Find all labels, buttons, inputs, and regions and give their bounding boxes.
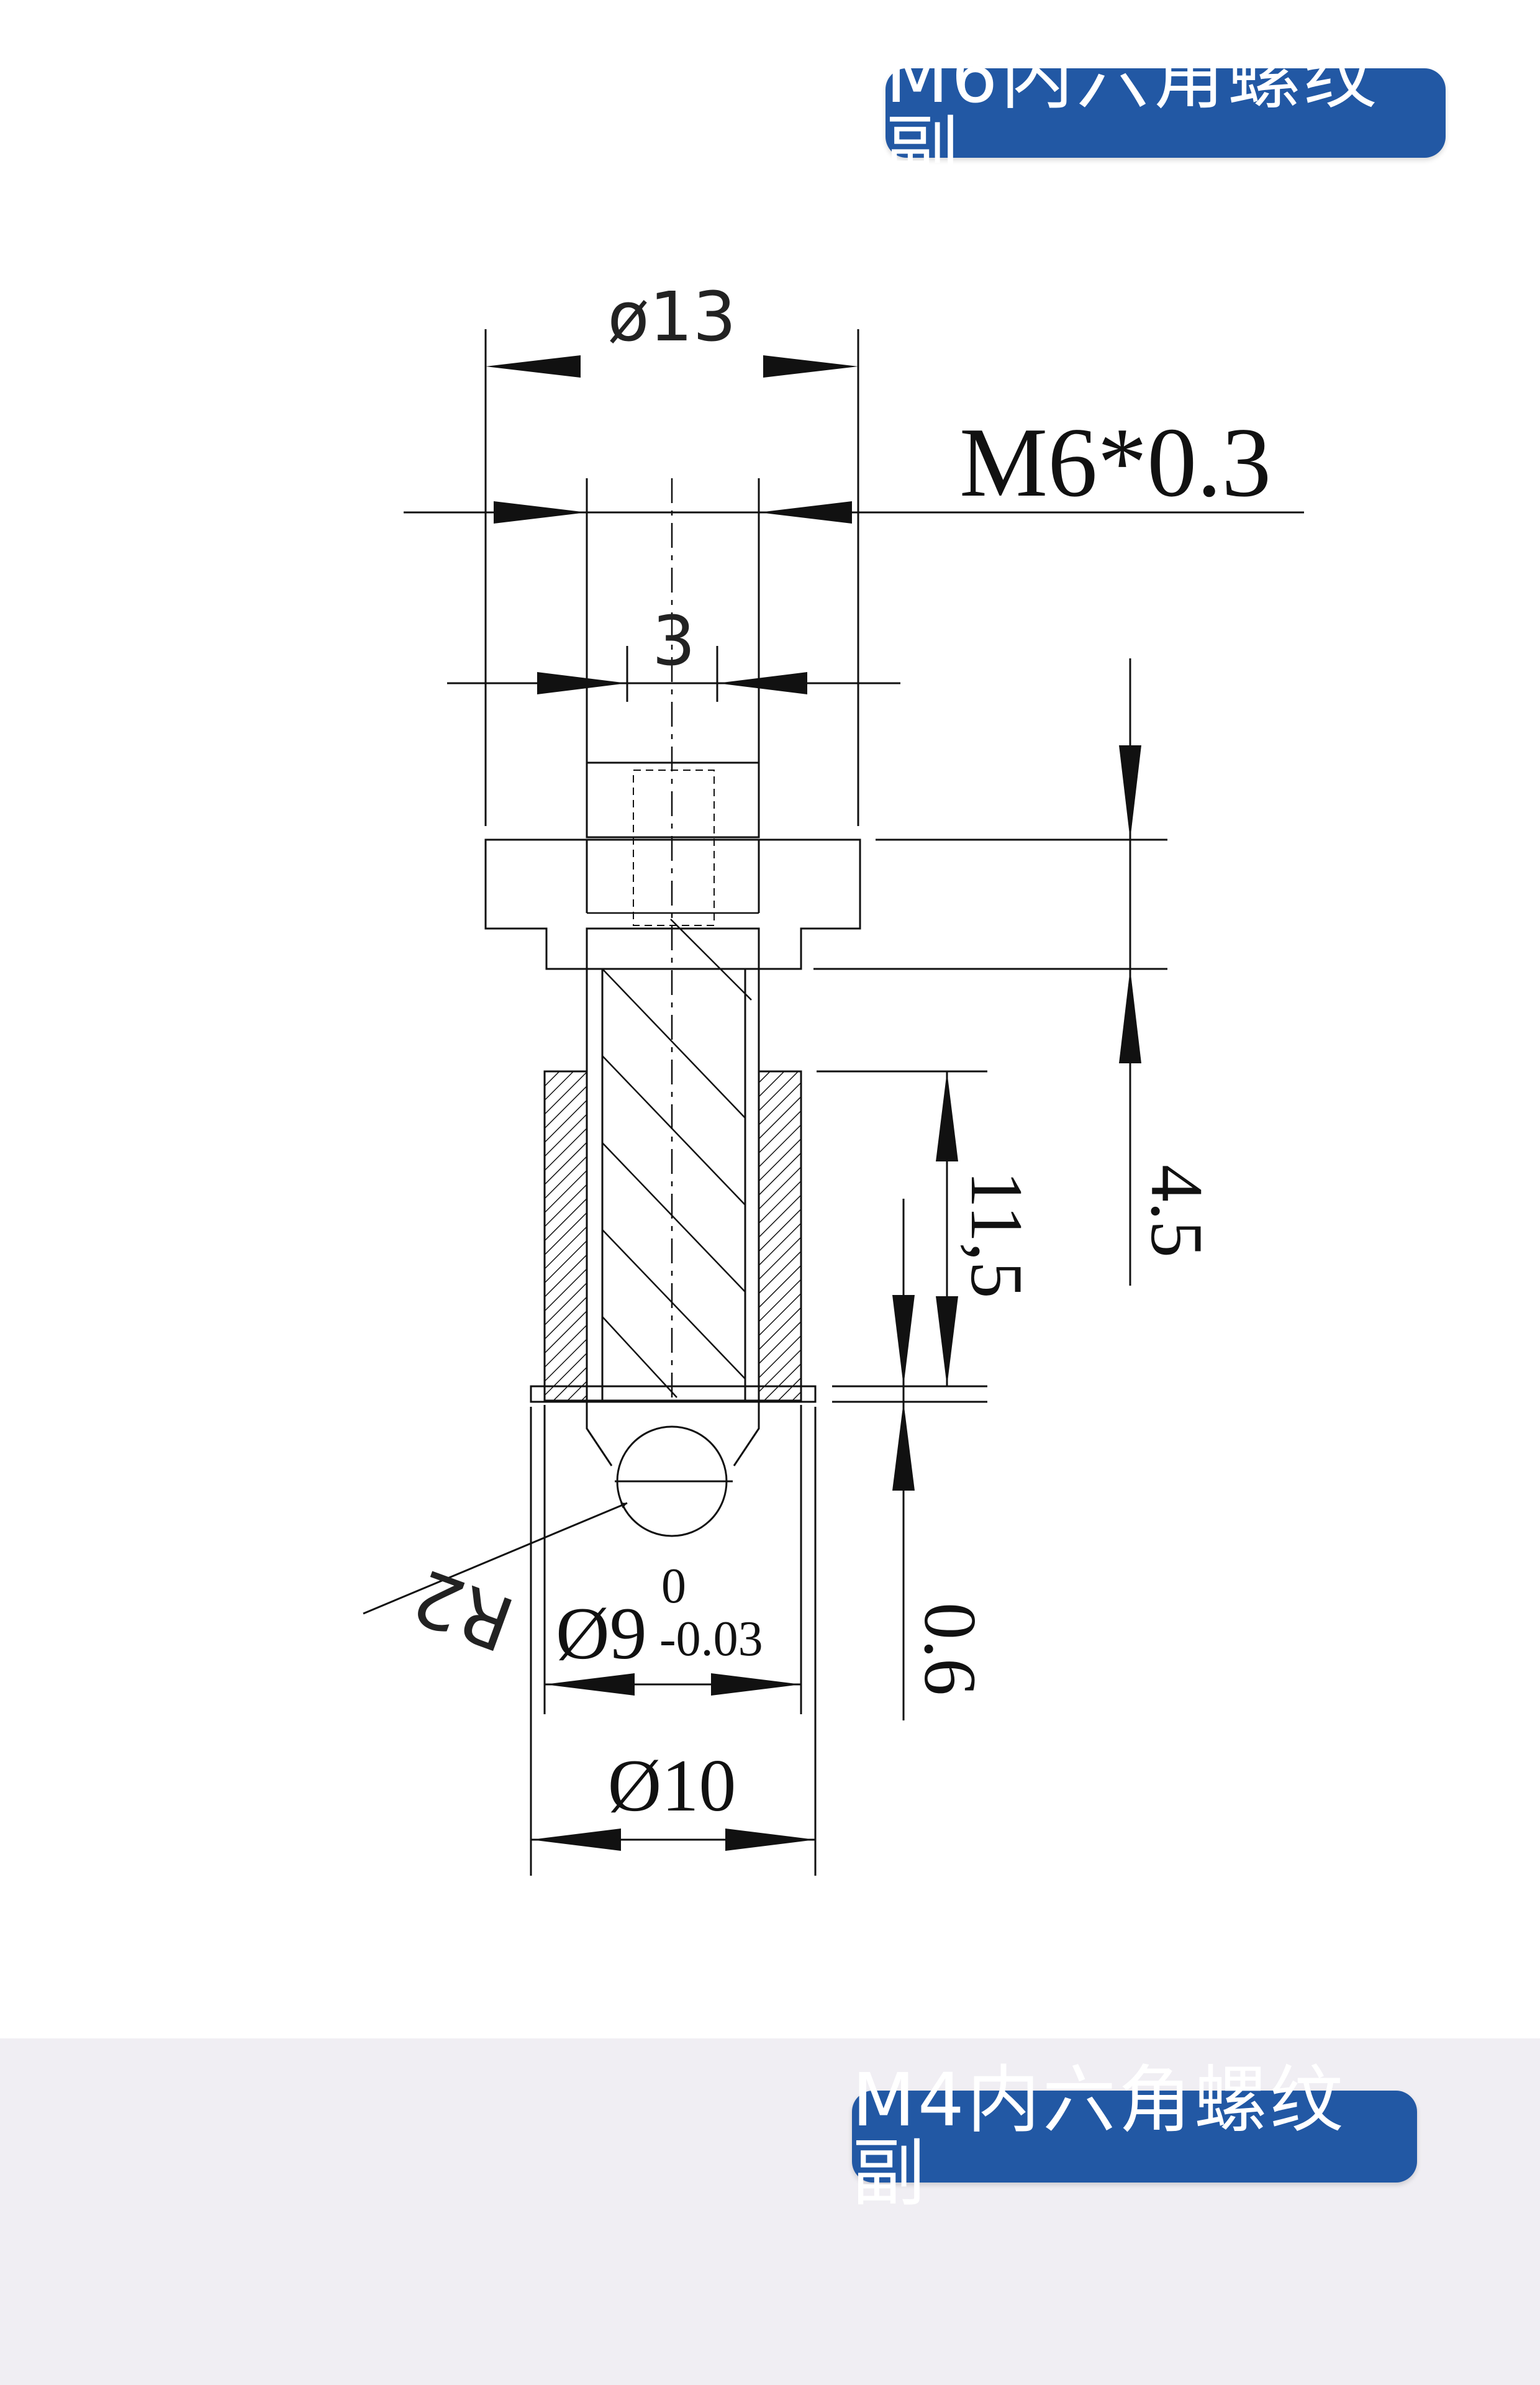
shaft-body	[586, 927, 760, 1402]
dim-outer-diameter: ø13	[607, 277, 736, 357]
arrow-10-left	[531, 1828, 621, 1851]
arrow-3-right	[717, 672, 807, 694]
dim-bore-diameter: Ø9	[556, 1592, 647, 1674]
ball-holder	[586, 1402, 760, 1466]
arrow-13-left	[486, 355, 581, 378]
arrow-10-right	[725, 1828, 815, 1851]
dim-bore-tol-upper: 0	[661, 1559, 686, 1614]
arrow-115-top	[936, 1071, 958, 1161]
arrow-9-left	[545, 1673, 635, 1696]
shaft-top	[586, 761, 760, 838]
dim-thread: M6*0.3	[959, 407, 1271, 517]
thread-hatch	[602, 919, 752, 1398]
r2-leader	[363, 1502, 628, 1615]
arrow-m6-right	[759, 501, 852, 524]
title-badge-m6: M6内六角螺纹副	[886, 40, 1446, 186]
arrow-45-bottom	[1119, 969, 1141, 1063]
dim-hex-width: 3	[652, 601, 695, 681]
sleeve-base	[530, 1385, 817, 1403]
arrow-06-top	[892, 1295, 915, 1386]
arrow-06-bottom	[892, 1402, 915, 1491]
arrow-115-bottom	[936, 1296, 958, 1386]
arrow-m6-left	[494, 501, 587, 524]
dim-base-diameter: Ø10	[608, 1744, 736, 1827]
arrow-3-left	[537, 672, 627, 694]
arrow-45-top	[1119, 745, 1141, 840]
flange-outline	[484, 838, 861, 970]
hex-socket	[633, 770, 715, 926]
sleeve-wall-left	[543, 1070, 588, 1402]
dim-radius: R2	[402, 1551, 525, 1666]
arrow-9-right	[711, 1673, 801, 1696]
dim-height-4-5: 4.5	[1136, 1165, 1218, 1258]
arrow-13-right	[763, 355, 858, 378]
sleeve-wall-right	[758, 1070, 802, 1402]
title-badge-m4: M4内六角螺纹副	[852, 2063, 1417, 2210]
dim-height-11-5: 11,5	[956, 1171, 1038, 1299]
dim-height-0-6: 0.6	[909, 1602, 992, 1696]
dim-bore-tol-lower: -0.03	[659, 1612, 763, 1666]
